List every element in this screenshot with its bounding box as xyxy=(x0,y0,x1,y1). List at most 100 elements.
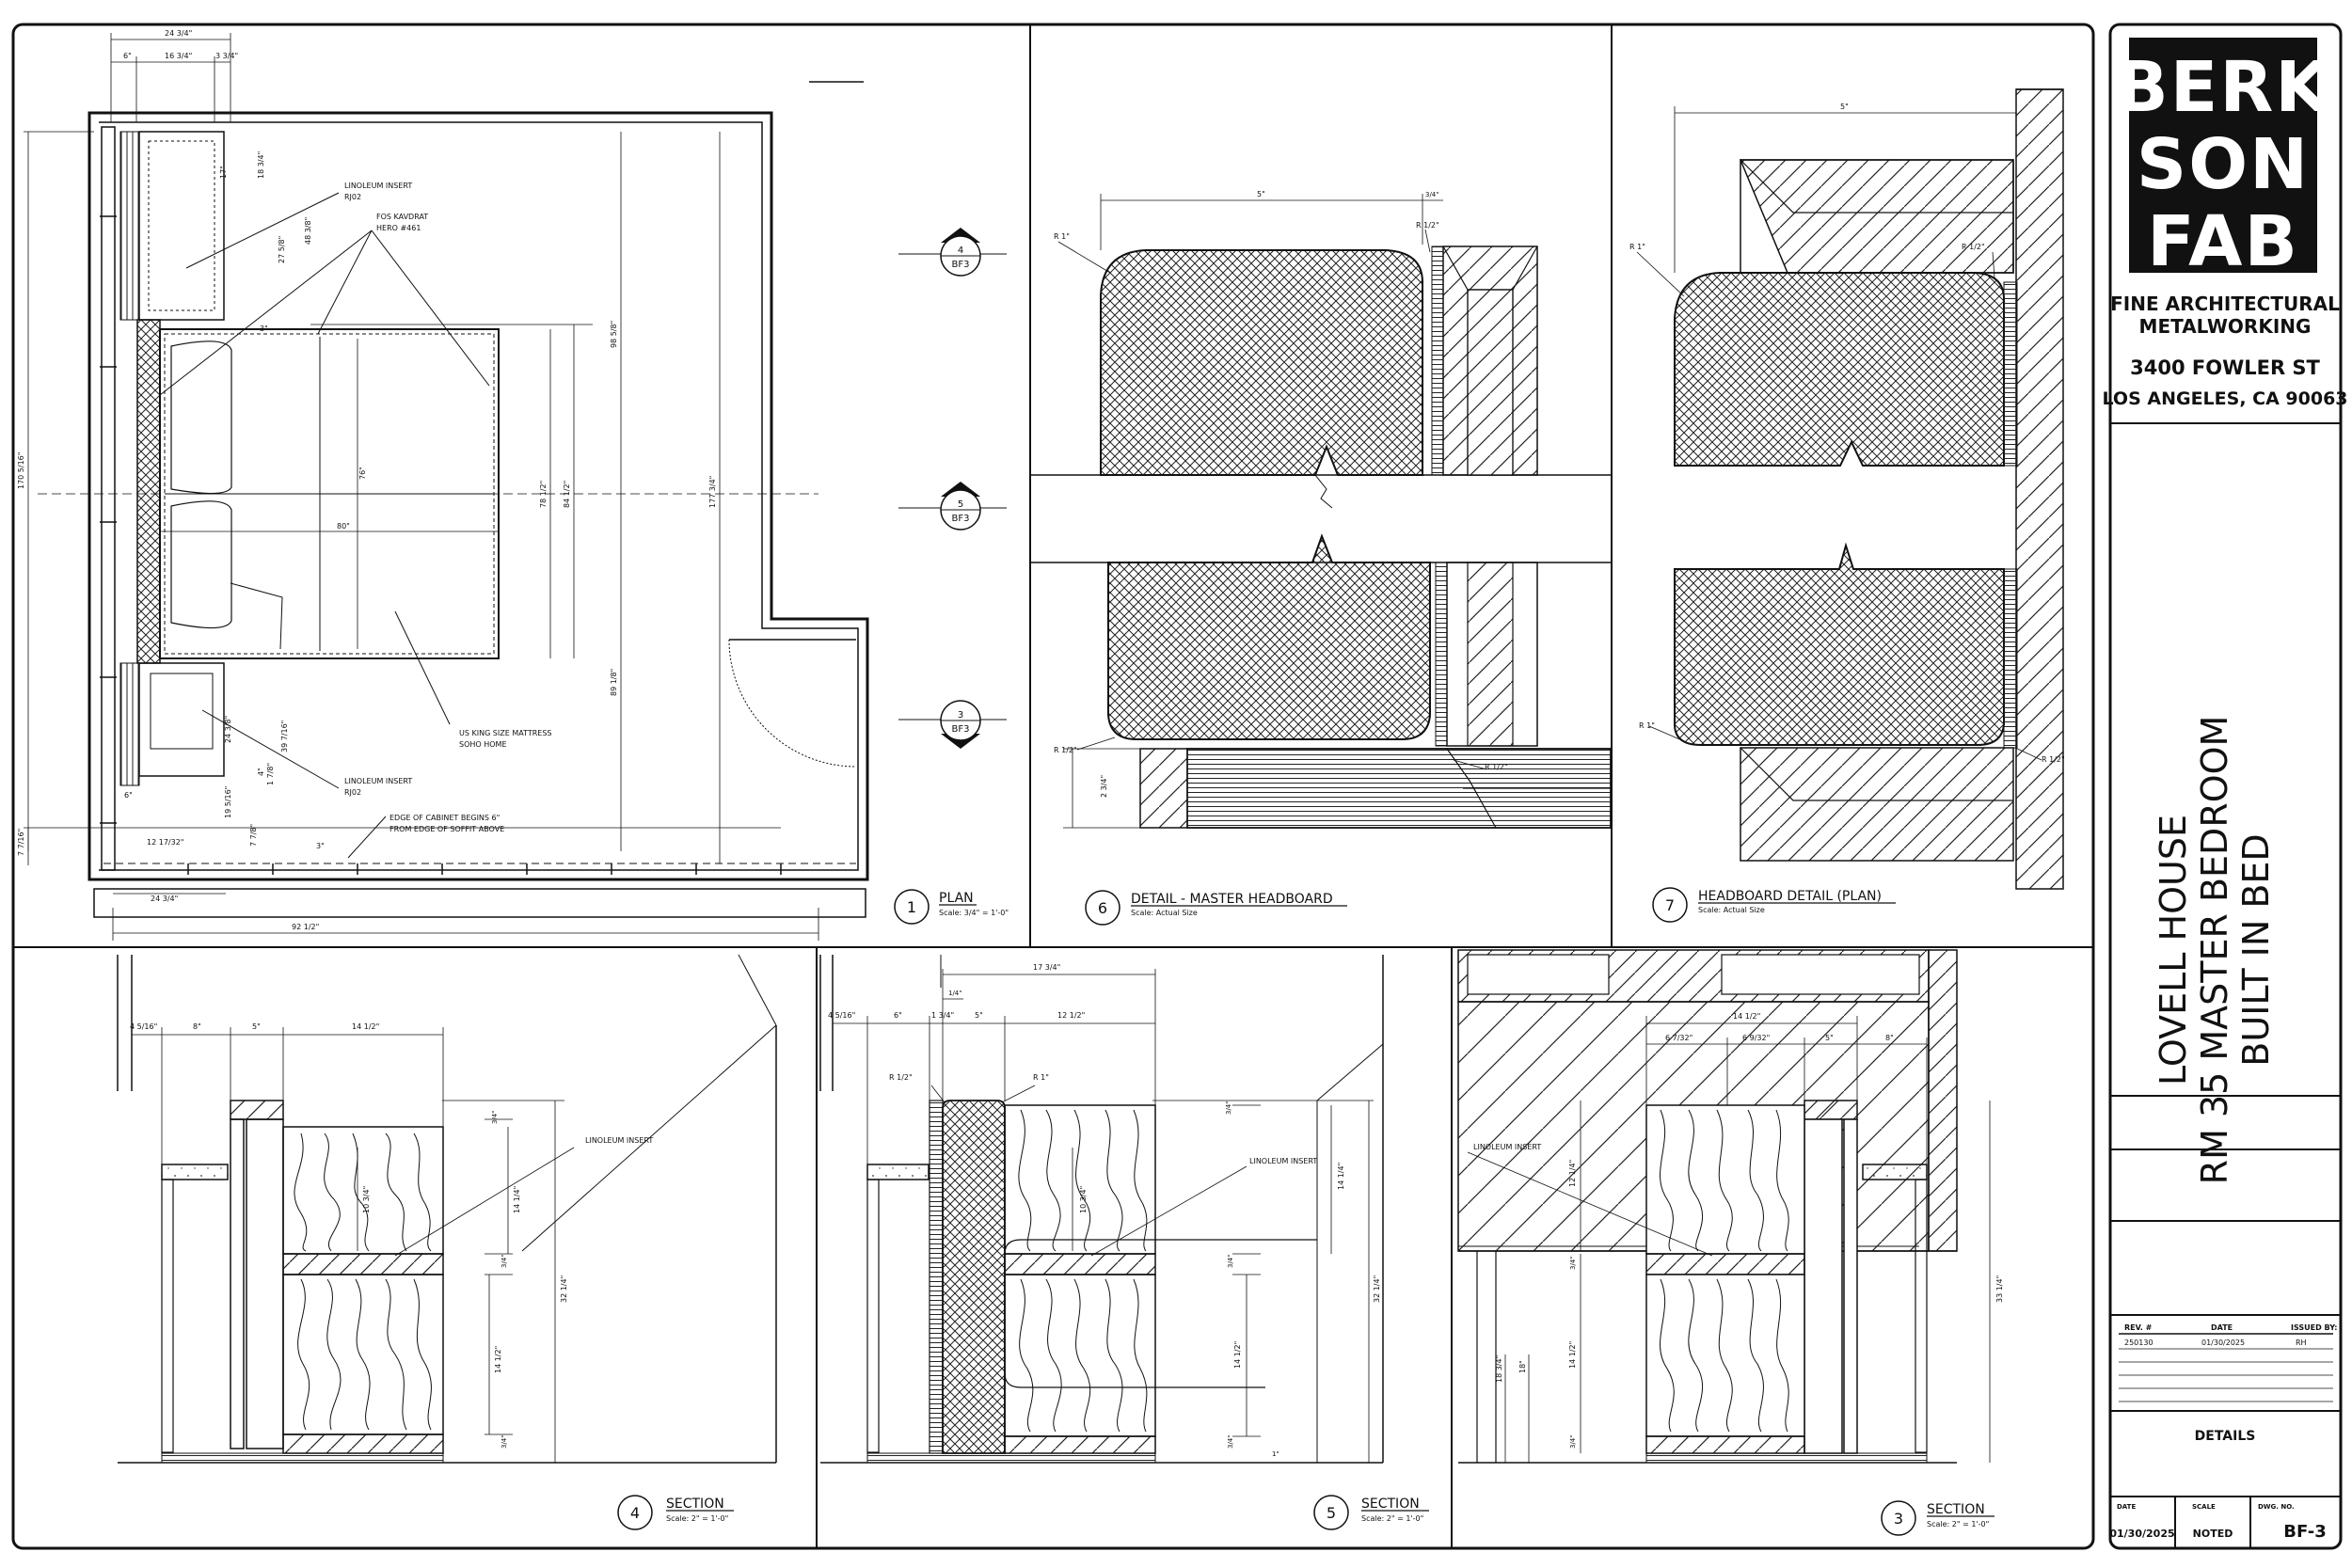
s3-dim-h5: 33 1/4" xyxy=(1995,1275,2004,1303)
s5-dim-h8: 1" xyxy=(1272,1450,1279,1458)
plan-dim-c7: 3" xyxy=(316,842,325,850)
d6-dim-gap: 3/4" xyxy=(1425,191,1439,198)
section-marker-3: 3 BF3 xyxy=(898,700,1007,749)
plan-dim-bot-a: 24 3/4" xyxy=(151,895,178,903)
section-marker-4-num: 4 xyxy=(958,245,963,256)
plan-note-linoleum-bot-code: RJ02 xyxy=(344,788,361,797)
s3-dim-h4: 3/4" xyxy=(1569,1435,1577,1449)
detail-6-title: 6 DETAIL - MASTER HEADBOARD Scale: Actua… xyxy=(1085,890,1347,926)
s5-dim-d0: 1/4" xyxy=(948,990,962,997)
d6-dim-v: 2 3/4" xyxy=(1100,775,1108,798)
d7-dim-rh: R 1/2" xyxy=(1962,243,1985,251)
detail-7-title: 7 HEADBOARD DETAIL (PLAN) Scale: Actual … xyxy=(1652,887,1896,923)
d6-view-number: 6 xyxy=(1098,899,1107,917)
plan-dim-top-c: 3 3/4" xyxy=(215,52,238,60)
s4-view-title: SECTION xyxy=(666,1497,724,1512)
d6-view-title: DETAIL - MASTER HEADBOARD xyxy=(1131,892,1333,907)
dwg-label: DWG. NO. xyxy=(2258,1503,2295,1511)
section-5-title: 5 SECTION Scale: 2" = 1'-0" xyxy=(1313,1495,1429,1530)
scale-label: SCALE xyxy=(2192,1503,2216,1511)
s5-dim-h3: 3/4" xyxy=(1227,1255,1234,1269)
plan-note-edge-1: EDGE OF CABINET BEGINS 6" xyxy=(389,814,500,822)
plan-dim-top-b: 16 3/4" xyxy=(165,52,192,60)
s3-dim-h2: 3/4" xyxy=(1569,1257,1577,1271)
s4-dim-2: 8" xyxy=(193,1022,201,1031)
plan-note-mattress-1: US KING SIZE MATTRESS xyxy=(459,729,551,737)
d7-dim-width: 5" xyxy=(1840,103,1849,111)
s4-dim-h7: 10 3/4" xyxy=(362,1186,371,1213)
d7-view-title: HEADBOARD DETAIL (PLAN) xyxy=(1698,889,1882,904)
company-name-line-2: METALWORKING xyxy=(2139,315,2312,338)
s4-view-number: 4 xyxy=(630,1504,640,1522)
section-marker-5-num: 5 xyxy=(958,499,963,510)
section-4-title: 4 SECTION Scale: 2" = 1'-0" xyxy=(617,1495,734,1530)
s5-dim-r2: R 1" xyxy=(1033,1073,1049,1082)
rev-header-issued: ISSUED BY: xyxy=(2291,1323,2337,1332)
s3-dim-2: 6 9/32" xyxy=(1742,1034,1770,1042)
rev-number: 250130 xyxy=(2124,1338,2153,1347)
plan-note-mattress-2: SOHO HOME xyxy=(459,740,507,749)
detail-6-view xyxy=(1030,194,1612,829)
s5-dim-d4: 5" xyxy=(975,1011,983,1020)
s3-view-scale: Scale: 2" = 1'-0" xyxy=(1927,1520,1989,1528)
plan-dim-v4: 27 5/8" xyxy=(278,236,286,263)
section-5-view xyxy=(819,955,1384,1464)
s5-dim-h5: 3/4" xyxy=(1227,1435,1234,1449)
s5-dim-d3: 1 3/4" xyxy=(931,1011,954,1020)
plan-dimensions: 24 3/4" 6" 16 3/4" 3 3/4" 170 5/16" 7 7/… xyxy=(17,29,717,931)
plan-view-scale: Scale: 3/4" = 1'-0" xyxy=(939,909,1009,917)
section-marker-4: 4 BF3 xyxy=(898,228,1007,277)
logo-line-1: BERK xyxy=(2115,47,2331,128)
plan-dim-left-overall: 170 5/16" xyxy=(17,452,25,489)
section-4-dimensions: 4 5/16" 8" 5" 14 1/2" 3/4" 14 1/4" 3/4" … xyxy=(130,1022,653,1449)
dwg-value: BF-3 xyxy=(2283,1522,2326,1542)
plan-note-fos-2: HERO #461 xyxy=(376,224,421,232)
plan-dim-left-bottom: 7 7/16" xyxy=(17,829,25,856)
plan-dim-c6: 7 7/8" xyxy=(249,824,258,847)
plan-dim-v1: 17" xyxy=(219,166,228,179)
plan-dim-v5: 3" xyxy=(260,325,268,333)
logo-line-2: SON xyxy=(2137,124,2310,205)
s3-note-linoleum: LINOLEUM INSERT xyxy=(1473,1143,1541,1151)
s5-dim-h4: 14 1/2" xyxy=(1233,1341,1242,1369)
plan-note-linoleum-top: LINOLEUM INSERT xyxy=(344,182,412,190)
d6-dim-rh2: R 1/2" xyxy=(1054,746,1077,754)
s5-dim-h7: 10 3/4" xyxy=(1079,1186,1088,1213)
plan-dim-b1: 12 17/32" xyxy=(147,838,183,847)
s4-dim-h1: 3/4" xyxy=(491,1111,499,1125)
s5-dim-d1: 4 5/16" xyxy=(828,1011,855,1020)
plan-dim-len-891: 89 1/8" xyxy=(610,669,618,696)
detail-6-dimensions: 5" 3/4" R 1" R 1/2" R 1/2" R 1/2" 2 3/4" xyxy=(1054,190,1508,798)
section-marker-3-num: 3 xyxy=(958,710,963,721)
project-item: BUILT IN BED xyxy=(2235,833,2277,1066)
s3-dim-h6: 18 3/4" xyxy=(1495,1355,1503,1383)
section-marker-4-sheet: BF3 xyxy=(952,260,970,270)
d6-view-scale: Scale: Actual Size xyxy=(1131,909,1198,917)
s3-dim-3: 5" xyxy=(1825,1034,1834,1042)
d6-dim-rh: R 1/2" xyxy=(1416,221,1439,230)
section-marker-5: 5 BF3 xyxy=(898,482,1007,531)
plan-view-number: 1 xyxy=(907,898,916,916)
detail-7-view xyxy=(1636,88,2064,890)
plan-note-edge-2: FROM EDGE OF SOFFIT ABOVE xyxy=(389,825,504,833)
d7-dim-r1: R 1" xyxy=(1629,243,1645,251)
rev-issued-by: RH xyxy=(2296,1338,2307,1347)
plan-dim-bot-overall: 92 1/2" xyxy=(292,923,319,931)
plan-note-linoleum-top-code: RJ02 xyxy=(344,193,361,201)
d6-dim-rh3: R 1/2" xyxy=(1485,763,1508,771)
plan-dim-len-781: 78 1/2" xyxy=(539,481,548,508)
s4-dim-h6: 32 1/4" xyxy=(560,1275,568,1303)
s5-view-title: SECTION xyxy=(1361,1497,1420,1512)
s3-dim-4: 8" xyxy=(1885,1034,1894,1042)
plan-dim-len-841: 84 1/2" xyxy=(563,481,571,508)
company-name-line-1: FINE ARCHITECTURAL xyxy=(2110,293,2340,315)
plan-dim-c5: 1 7/8" xyxy=(266,763,275,785)
detail-7-dimensions: 5" R 1" R 1/2" R 1" R 1/2" xyxy=(1629,103,2065,764)
project-room: RM 35 MASTER BEDROOM xyxy=(2194,716,2235,1185)
s3-view-title: SECTION xyxy=(1927,1502,1985,1517)
plan-view-title: PLAN xyxy=(939,891,974,906)
d7-view-number: 7 xyxy=(1665,896,1675,914)
d6-dim-width: 5" xyxy=(1257,190,1265,198)
s4-dim-1: 4 5/16" xyxy=(130,1022,157,1031)
